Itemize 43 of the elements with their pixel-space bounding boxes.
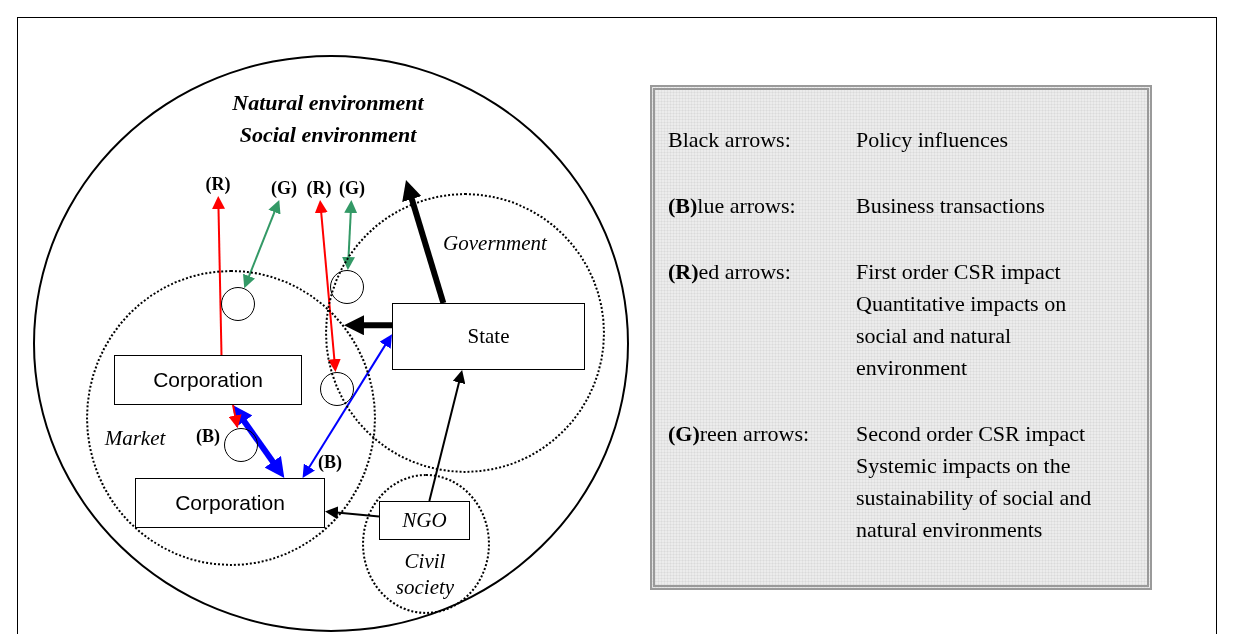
arrow-label: (B) — [196, 425, 220, 448]
arrow-label: (B) — [318, 451, 342, 474]
domain-circle — [362, 474, 490, 614]
node-label: Civil society — [394, 547, 456, 601]
node-label: Social environment — [239, 121, 417, 149]
arrow — [232, 405, 285, 478]
legend-text: (G)reen arrows: — [668, 420, 810, 448]
domain-circle — [86, 270, 376, 566]
environment-ellipse — [33, 55, 629, 632]
legend-text: Second order CSR impact — [856, 420, 1087, 448]
legend-text: Systemic impacts on the sustainability of social and natural environments — [856, 452, 1093, 544]
actor-box — [135, 478, 325, 528]
node-label: Government — [443, 229, 547, 257]
legend-text: Black arrows: — [668, 126, 791, 154]
node-label: Natural environment — [232, 89, 424, 117]
node-label: Market — [104, 424, 166, 452]
arrow — [342, 200, 358, 270]
arrow-label: (G) — [339, 176, 365, 200]
arrow — [428, 370, 466, 502]
node-label: State — [467, 323, 510, 350]
arrow-label: (G) — [271, 176, 297, 200]
legend-text: Policy influences — [856, 126, 1010, 154]
arrow — [325, 506, 380, 520]
legend-text: (B)lue arrows: — [668, 192, 796, 220]
actor-box — [379, 501, 470, 540]
arrow — [228, 404, 242, 429]
arrow-label: (R) — [205, 172, 231, 196]
arrow — [212, 196, 225, 356]
arrow — [402, 180, 447, 304]
legend-text: Business transactions — [856, 192, 1046, 220]
node-label: Corporation — [175, 489, 285, 516]
node-label: NGO — [402, 507, 447, 534]
node-label: Corporation — [153, 366, 263, 393]
actor-box — [114, 355, 302, 405]
arrow-label: (R) — [306, 176, 332, 200]
actor-box — [392, 303, 585, 370]
arrow — [343, 315, 392, 336]
arrow — [314, 200, 341, 373]
arrow — [243, 200, 281, 289]
legend-text: First order CSR impact — [856, 258, 1062, 286]
legend-text: (R)ed arrows: — [668, 258, 791, 286]
legend-text: Quantitative impacts on social and natural environment — [856, 290, 1068, 382]
arrow — [302, 334, 392, 478]
